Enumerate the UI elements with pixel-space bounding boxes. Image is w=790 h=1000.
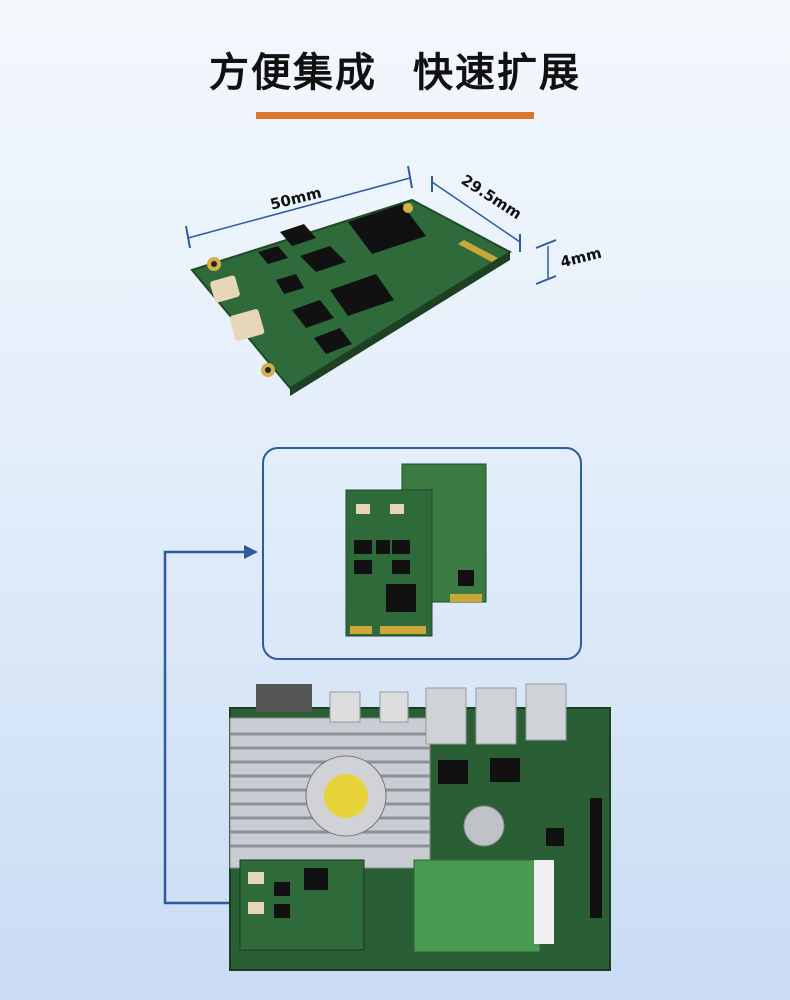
- dim-width-label: 29.5mm: [458, 171, 525, 223]
- title-underline: [256, 112, 534, 119]
- title-left: 方便集成: [209, 50, 377, 96]
- title-right: 快速扩展: [413, 50, 581, 96]
- dim-height-label: 4mm: [559, 244, 604, 272]
- mini-pcie-cards-image: [345, 463, 487, 637]
- mini-pcie-card-image: 50mm 29.5mm 4mm: [185, 165, 604, 396]
- page-title: 方便集成快速扩展: [0, 40, 790, 98]
- mainboard-image: [229, 683, 611, 971]
- card-highlight-frame: [262, 447, 582, 660]
